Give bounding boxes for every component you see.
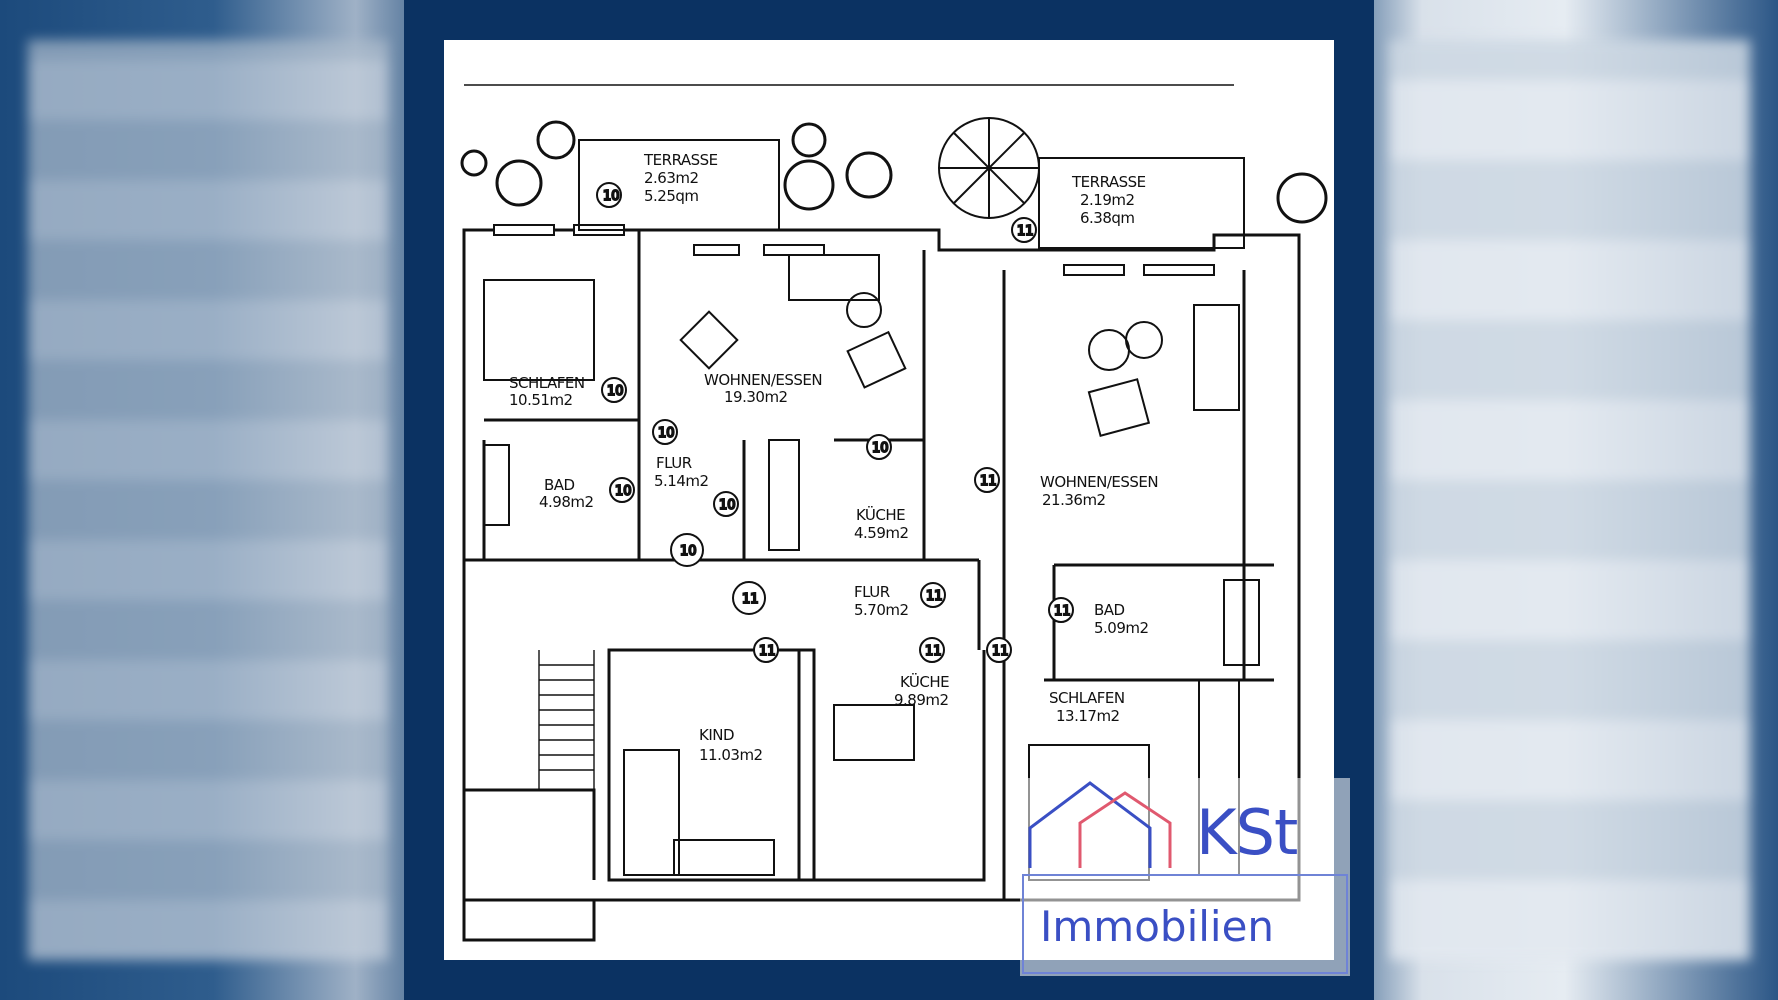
room-name: KÜCHE — [856, 505, 905, 524]
room-number-badge: 11 — [920, 582, 946, 608]
kitchen-counter-icon — [768, 439, 800, 551]
tree-icon — [791, 122, 827, 158]
room-number-badge: 11 — [919, 637, 945, 663]
house-logo-icon — [1028, 781, 1172, 868]
table-icon — [846, 292, 882, 328]
room-area: 19.30m2 — [724, 388, 788, 406]
room-area: 13.17m2 — [1056, 707, 1120, 725]
svg-text:11: 11 — [1054, 604, 1071, 619]
terrace-right — [1038, 157, 1245, 249]
floor-plan: TERRASSE 2.63m2 5.25qm TERRASSE 2.19m2 6… — [460, 84, 1328, 942]
room-area: 6.38qm — [1080, 209, 1135, 227]
room-area: 5.09m2 — [1094, 619, 1149, 637]
svg-text:10: 10 — [607, 384, 624, 399]
desk-icon — [673, 839, 775, 876]
sofa-icon — [788, 254, 880, 301]
room-name: TERRASSE — [643, 151, 718, 169]
room-number-badge: 10 — [866, 434, 892, 460]
table-icon — [1125, 321, 1163, 359]
tree-icon — [845, 151, 893, 199]
tree-icon — [1276, 172, 1328, 224]
tree-icon — [495, 159, 543, 207]
room-name: SCHLAFEN — [509, 374, 585, 392]
bathtub-icon — [1223, 579, 1260, 666]
room-name: KÜCHE — [900, 672, 949, 691]
svg-text:11: 11 — [925, 644, 942, 659]
svg-text:11: 11 — [980, 474, 997, 489]
umbrella-icon — [938, 117, 1040, 219]
table-icon — [1088, 329, 1130, 371]
inner-wall — [607, 648, 816, 882]
room-name: FLUR — [656, 454, 692, 472]
svg-text:10: 10 — [872, 441, 889, 456]
room-name: WOHNEN/ESSEN — [704, 371, 822, 389]
dining-table-icon — [833, 704, 915, 761]
svg-text:10: 10 — [658, 426, 675, 441]
logo-brand: KSt — [1196, 796, 1298, 869]
svg-text:11: 11 — [1017, 224, 1034, 239]
svg-text:11: 11 — [742, 592, 759, 607]
tree-icon — [460, 149, 488, 177]
armchair-icon — [846, 330, 907, 389]
room-number-badge: 11 — [732, 581, 766, 615]
svg-text:11: 11 — [926, 589, 943, 604]
stair-wall — [464, 788, 596, 880]
terrace-left — [578, 139, 780, 231]
entrance — [462, 800, 596, 942]
armchair-icon — [1087, 378, 1151, 437]
room-name: BAD — [1094, 601, 1125, 619]
room-number-badge: 11 — [986, 637, 1012, 663]
room-name: SCHLAFEN — [1049, 689, 1125, 707]
room-number-badge: 11 — [974, 467, 1000, 493]
room-area: 9.89m2 — [894, 691, 949, 709]
room-number-badge: 11 — [1011, 217, 1037, 243]
company-logo: KSt Immobilien — [1020, 778, 1350, 976]
room-area: 5.70m2 — [854, 601, 909, 619]
inner-wall — [797, 650, 986, 882]
room-area: 5.14m2 — [654, 472, 709, 490]
staircase — [538, 650, 595, 790]
room-area: 4.59m2 — [854, 524, 909, 542]
blurred-background-right — [1390, 40, 1750, 960]
room-number-badge: 10 — [652, 419, 678, 445]
room-name: TERRASSE — [1071, 173, 1146, 191]
room-number-badge: 10 — [609, 477, 635, 503]
room-number-badge: 10 — [670, 533, 704, 567]
dining-table-icon — [679, 310, 739, 370]
svg-text:11: 11 — [759, 644, 776, 659]
svg-text:10: 10 — [680, 544, 697, 559]
sofa-icon — [1193, 304, 1240, 411]
blurred-background-left — [28, 40, 388, 960]
room-name: BAD — [544, 476, 575, 494]
svg-text:10: 10 — [615, 484, 632, 499]
logo-subtitle: Immobilien — [1040, 902, 1275, 951]
room-number-badge: 11 — [1048, 597, 1074, 623]
room-area: 5.25qm — [644, 187, 699, 205]
bathtub-icon — [483, 444, 510, 526]
room-area: 2.63m2 — [644, 169, 699, 187]
svg-text:11: 11 — [992, 644, 1009, 659]
tree-icon — [783, 159, 835, 211]
tree-icon — [536, 120, 576, 160]
trees — [460, 120, 1328, 224]
svg-text:10: 10 — [603, 189, 620, 204]
logo-subtitle-box — [1022, 874, 1348, 974]
room-area: 2.19m2 — [1080, 191, 1135, 209]
room-number-badge: 10 — [596, 182, 622, 208]
room-number-badge: 10 — [713, 491, 739, 517]
bed-icon — [483, 279, 595, 381]
room-name: KIND — [699, 726, 734, 744]
room-area: 4.98m2 — [539, 493, 594, 511]
room-area: 21.36m2 — [1042, 491, 1106, 509]
bed-icon — [623, 749, 680, 876]
outer-wall — [462, 228, 1301, 902]
room-area: 10.51m2 — [509, 391, 573, 409]
room-name: FLUR — [854, 583, 890, 601]
room-number-badge: 10 — [601, 377, 627, 403]
room-number-badge: 11 — [753, 637, 779, 663]
room-area: 11.03m2 — [699, 746, 763, 764]
svg-text:10: 10 — [719, 498, 736, 513]
room-name: WOHNEN/ESSEN — [1040, 473, 1158, 491]
